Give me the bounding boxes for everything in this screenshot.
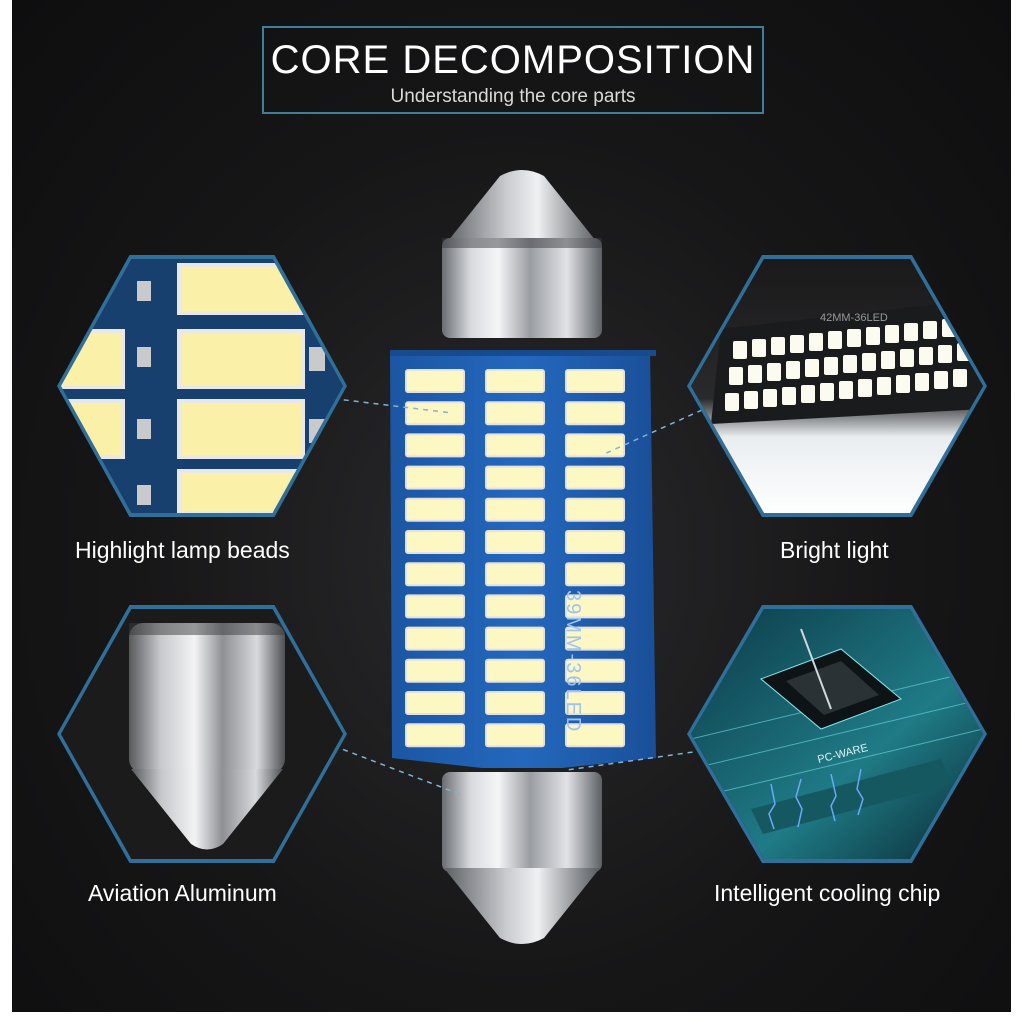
strip-led	[904, 323, 918, 341]
strip-led	[866, 327, 880, 345]
led-bead	[565, 530, 625, 554]
strip-led	[801, 385, 815, 403]
led-bead	[405, 658, 465, 683]
led-bead	[565, 369, 625, 393]
led-bead	[485, 658, 545, 683]
led-bead	[485, 497, 545, 522]
cooling-chip-closeup	[691, 609, 983, 859]
led-bead	[565, 401, 625, 426]
hexagon-lamp-beads	[57, 255, 347, 517]
strip-led	[881, 351, 895, 369]
strip-led	[752, 339, 766, 357]
label-aviation-aluminum: Aviation Aluminum	[88, 880, 277, 906]
led-bead	[485, 562, 545, 587]
strip-led	[847, 329, 861, 347]
led-bead	[565, 594, 625, 619]
strip-led	[824, 357, 838, 375]
led-bead	[565, 691, 625, 715]
strip-led	[923, 321, 937, 339]
led-bead	[405, 465, 465, 490]
led-bead	[405, 562, 465, 587]
strip-led	[862, 353, 876, 371]
strip-led	[919, 347, 933, 365]
strip-led	[782, 387, 796, 405]
aluminum-cap-closeup	[61, 609, 343, 859]
strip-led	[790, 335, 804, 353]
led-bead	[565, 626, 625, 651]
strip-led	[885, 325, 899, 343]
label-bright-light: Bright light	[780, 537, 889, 563]
led-bead	[485, 465, 545, 490]
led-bead	[485, 626, 545, 651]
strip-led	[820, 383, 834, 401]
strip-led	[786, 361, 800, 379]
led-bead	[485, 594, 545, 619]
led-bead	[565, 465, 625, 490]
strip-led	[938, 345, 952, 363]
label-intelligent-cooling-chip: Intelligent cooling chip	[714, 880, 941, 906]
led-bead	[565, 658, 625, 683]
strip-led	[771, 337, 785, 355]
led-bead	[565, 562, 625, 587]
title-box: CORE DECOMPOSITION Understanding the cor…	[262, 26, 764, 114]
led-bead	[405, 723, 465, 748]
strip-led	[934, 371, 948, 389]
led-bead	[405, 401, 465, 426]
led-bead	[405, 691, 465, 715]
strip-led	[767, 363, 781, 381]
strip-led	[953, 369, 967, 387]
hexagon-aviation-aluminum	[57, 605, 347, 863]
strip-led	[896, 375, 910, 393]
strip-led	[744, 391, 758, 409]
label-highlight-lamp-beads: Highlight lamp beads	[75, 537, 290, 563]
led-bead	[485, 691, 545, 715]
strip-led	[858, 379, 872, 397]
led-bead	[485, 369, 545, 393]
strip-led	[915, 373, 929, 391]
strip-led	[900, 349, 914, 367]
festoon-bulb-illustration	[390, 170, 656, 944]
strip-led	[733, 341, 747, 359]
strip-led	[809, 333, 823, 351]
led-bead	[565, 723, 625, 748]
strip-led	[843, 355, 857, 373]
led-bead	[485, 723, 545, 748]
led-bead	[405, 497, 465, 522]
strip-led	[763, 389, 777, 407]
led-bead	[565, 497, 625, 522]
page-title: CORE DECOMPOSITION	[270, 38, 756, 82]
strip-marking: 42MM-36LED	[820, 312, 888, 324]
product-infographic: CORE DECOMPOSITION Understanding the cor…	[12, 0, 1011, 1012]
led-bead	[405, 369, 465, 393]
lamp-beads-closeup	[61, 259, 343, 513]
strip-led	[748, 365, 762, 383]
led-bead	[485, 401, 545, 426]
led-bead	[405, 626, 465, 651]
strip-led	[729, 367, 743, 385]
strip-led	[877, 377, 891, 395]
strip-led	[828, 331, 842, 349]
led-bead	[485, 530, 545, 554]
hexagon-cooling-chip	[687, 605, 987, 863]
strip-led	[725, 393, 739, 411]
page-subtitle: Understanding the core parts	[390, 86, 636, 107]
led-bead	[405, 594, 465, 619]
strip-led	[805, 359, 819, 377]
led-bead	[405, 433, 465, 458]
led-bead	[405, 530, 465, 554]
strip-led	[839, 381, 853, 399]
led-bead	[485, 433, 545, 458]
